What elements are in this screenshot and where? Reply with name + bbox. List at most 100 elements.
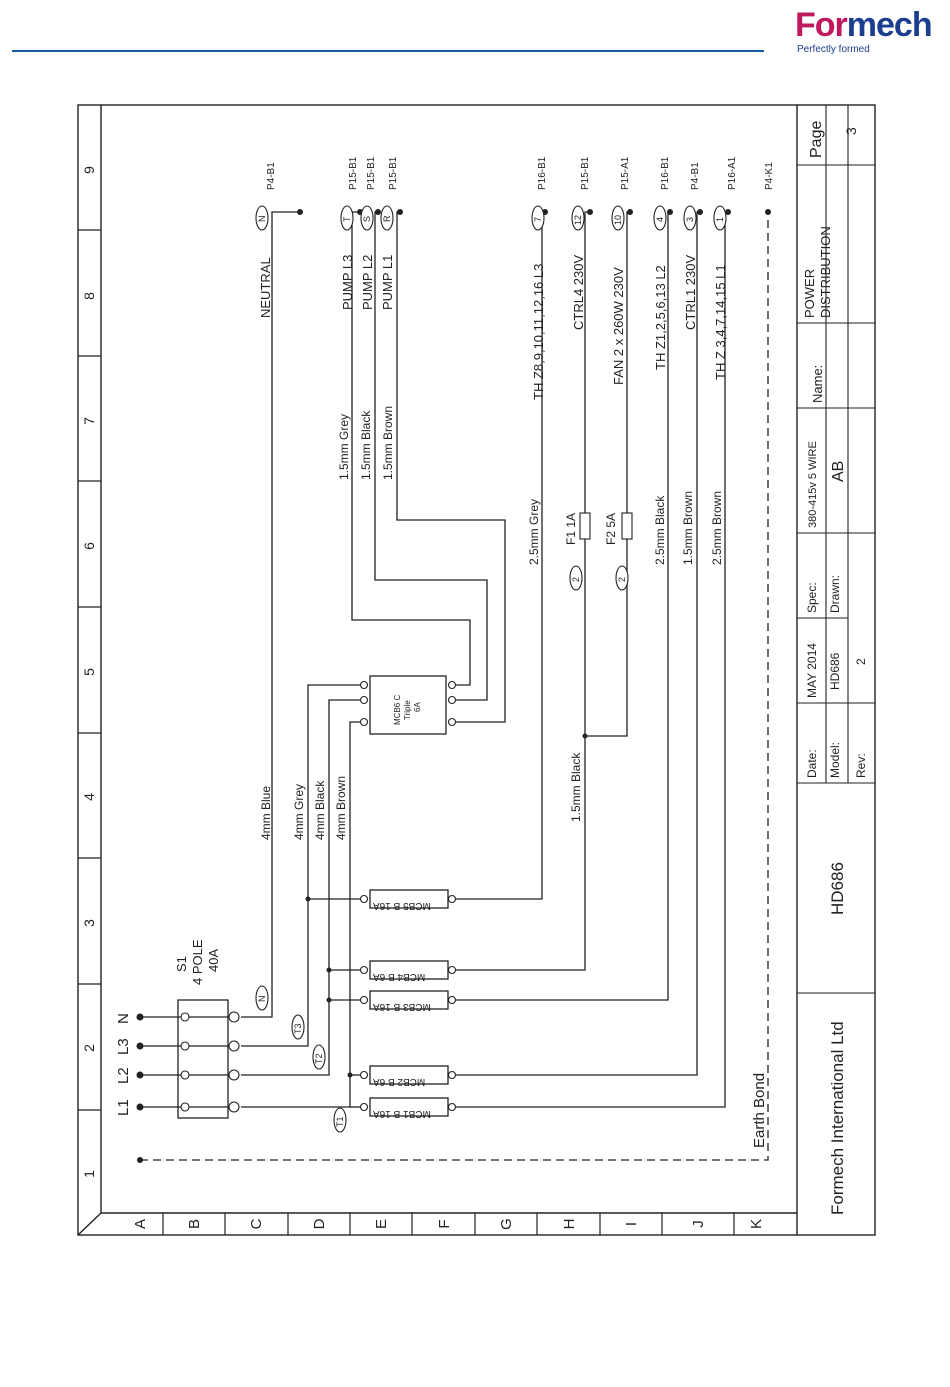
term-th-l3: 7: [533, 217, 543, 222]
drawing-frame: [77, 104, 876, 1236]
term-fan: 10: [613, 215, 623, 225]
wire-label-earth: Earth Bond: [751, 1073, 768, 1148]
col-label-6: 6: [81, 542, 97, 550]
drawn-value: AB: [830, 461, 847, 482]
col-label-5: 5: [81, 668, 97, 676]
company-name: Formech International Ltd: [828, 1021, 847, 1215]
term-pump-l2: S: [362, 216, 372, 222]
output-label-pump-l2: PUMP L2: [360, 255, 375, 310]
model-big: HD686: [828, 862, 847, 915]
input-L2: L2: [115, 1067, 132, 1084]
fuse-f1-label: F1 1A: [564, 513, 578, 545]
switch-out-T3: T3: [293, 1023, 303, 1034]
row-label-F: F: [436, 1219, 453, 1228]
output-label-th-l1: TH Z 3,4,7,14,15 L1: [713, 264, 728, 380]
col-label-9: 9: [81, 166, 97, 174]
mcb6-body: [369, 675, 447, 735]
logo-wordmark: Formech: [795, 6, 933, 44]
row-label-C: C: [248, 1218, 265, 1229]
col-label-7: 7: [81, 417, 97, 425]
fuse-f2-term: 2: [617, 577, 627, 582]
switch-poles: 4 POLE: [190, 939, 205, 985]
mcb1-label: MCB1 B 16A: [373, 1108, 431, 1119]
header-rule: [12, 50, 764, 52]
grid-ticks: [78, 229, 735, 1235]
ref-th-l2: P16-B1: [660, 156, 671, 190]
drawn-label: Drawn:: [828, 575, 842, 613]
switch-out-T1: T1: [335, 1116, 345, 1127]
ref-fan: P15-A1: [620, 156, 631, 190]
ref-earth: P4-K1: [764, 162, 775, 190]
output-label-fan: FAN 2 x 260W 230V: [611, 267, 626, 385]
output-label-pump-l1: PUMP L1: [380, 255, 395, 310]
term-ctrl1: 3: [685, 217, 695, 222]
mcb5-label: MCB5 B 16A: [373, 900, 431, 911]
wiring: [140, 211, 728, 1119]
model-value: HD686: [828, 652, 842, 690]
wire-label-mcb5-grey: 2.5mm Grey: [527, 499, 541, 565]
ref-ctrl4: P15-B1: [580, 156, 591, 190]
switch-out-T2: T2: [314, 1053, 324, 1064]
row-label-G: G: [498, 1218, 515, 1230]
page-label: Page: [808, 121, 825, 158]
switch-body: [177, 999, 229, 1119]
logo-tagline: Perfectly formed: [797, 44, 870, 55]
ref-ctrl1: P4-B1: [690, 162, 701, 190]
wire-label-ctrl-black: 1.5mm Black: [569, 752, 583, 822]
output-label-ctrl1: CTRL1 230V: [683, 255, 698, 330]
term-neutral: N: [257, 216, 267, 223]
logo-part-2: mech: [846, 6, 933, 44]
fuse-f2-body: [621, 512, 633, 540]
mcb6-label-3: 6A: [413, 702, 422, 712]
ref-th-l1: P16-A1: [727, 156, 738, 190]
wire-label-black: 4mm Black: [313, 780, 327, 840]
term-pump-l1: R: [382, 215, 392, 222]
row-label-B: B: [186, 1219, 203, 1229]
term-th-l2: 4: [655, 217, 665, 222]
ref-neutral: P4-B1: [266, 162, 277, 190]
output-label-th-l2: TH Z1,2,5,6,13 L2: [653, 265, 668, 370]
term-pump-l3: T: [342, 216, 352, 222]
wire-label-mcb3-black: 2.5mm Black: [653, 495, 667, 565]
model-label: Model:: [828, 742, 842, 778]
col-label-2: 2: [81, 1044, 97, 1052]
ref-th-l3: P16-B1: [537, 156, 548, 190]
mcb6-label-1: MCB6 C: [393, 695, 402, 725]
date-value: MAY 2014: [805, 643, 819, 698]
mcb6-label-2: Triple: [403, 700, 412, 720]
row-label-H: H: [561, 1219, 578, 1230]
logo-part-1: For: [795, 6, 848, 44]
output-label-pump-l3: PUMP L3: [340, 255, 355, 310]
wire-label-mcb1-brown: 2.5mm Brown: [710, 491, 724, 565]
fuse-f1-term: 2: [571, 577, 581, 582]
formech-logo: Formech Perfectly formed: [795, 6, 940, 56]
wire-label-mcb2-brown: 1.5mm Brown: [681, 491, 695, 565]
input-L3: L3: [115, 1038, 132, 1055]
name-label: Name:: [810, 365, 825, 403]
page-value: 3: [843, 127, 859, 135]
fuse-f2-label: F2 5A: [604, 513, 618, 545]
earth-bond-line: [140, 212, 769, 1161]
row-label-K: K: [748, 1219, 765, 1229]
switch-rating: 40A: [206, 949, 221, 972]
mcb3-label: MCB3 B 16A: [373, 1001, 431, 1012]
spec-label: Spec:: [805, 582, 819, 613]
rev-value: 2: [854, 658, 868, 665]
input-N: N: [115, 1013, 132, 1024]
wire-label-pump-grey: 1.5mm Grey: [337, 414, 351, 480]
col-label-4: 4: [81, 793, 97, 801]
fuse-f1-body: [579, 512, 591, 540]
date-label: Date:: [805, 749, 819, 778]
output-label-ctrl4: CTRL4 230V: [571, 255, 586, 330]
wire-label-blue: 4mm Blue: [259, 786, 273, 840]
row-label-I: I: [623, 1222, 640, 1226]
ref-pump-l3: P15-B1: [348, 156, 359, 190]
wire-label-grey: 4mm Grey: [292, 784, 306, 840]
term-th-l1: 1: [715, 217, 725, 222]
input-L1: L1: [115, 1099, 132, 1116]
output-label-th-l3: TH Z8,9,10,11,12,16 L3: [531, 264, 546, 400]
wire-label-pump-black: 1.5mm Black: [359, 410, 373, 480]
col-label-1: 1: [81, 1170, 97, 1178]
rev-label: Rev:: [854, 753, 868, 778]
mcb2-label: MCB2 B 6A: [373, 1076, 426, 1087]
